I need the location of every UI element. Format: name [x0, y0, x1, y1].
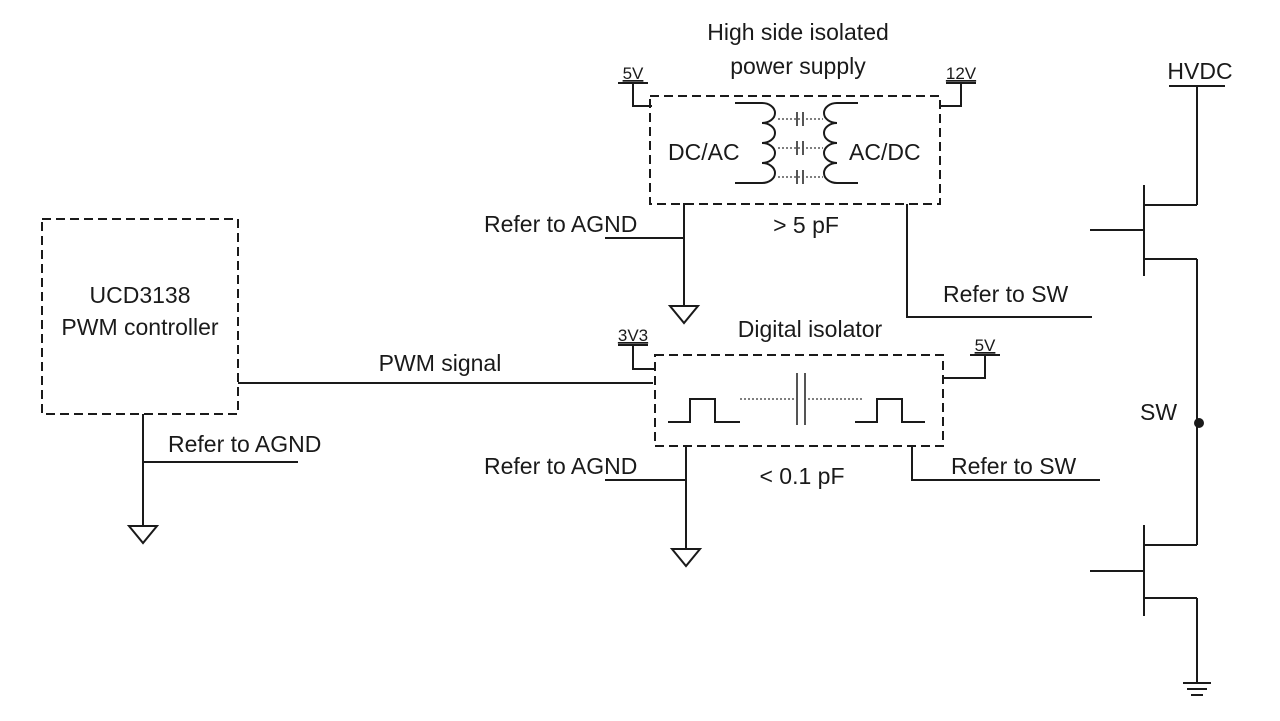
- svg-text:Refer to SW: Refer to SW: [951, 453, 1077, 479]
- ground-symbol: [126, 525, 160, 545]
- digital-isolator-box: [654, 354, 944, 447]
- svg-text:Refer to AGND: Refer to AGND: [484, 211, 637, 237]
- power-supply-rail-out: 12V: [940, 64, 977, 107]
- controller-type: PWM controller: [61, 314, 219, 340]
- svg-text:HVDC: HVDC: [1167, 58, 1232, 84]
- svg-text:Refer to AGND: Refer to AGND: [168, 431, 321, 457]
- transformer-symbol: [735, 102, 858, 184]
- pwm-signal-line: PWM signal: [238, 350, 653, 384]
- isolator-agnd-ref: Refer to AGND: [484, 446, 703, 568]
- power-supply-capacitance: > 5 pF: [773, 212, 839, 238]
- ground-symbol: [669, 548, 703, 568]
- isolator-rail-out: 5V: [943, 336, 1000, 379]
- power-supply-rail-in: 5V: [618, 64, 652, 107]
- svg-text:5V: 5V: [975, 336, 996, 355]
- power-supply-title-line1: High side isolated: [707, 19, 889, 45]
- ground-symbol: [667, 305, 701, 325]
- power-ground-symbol: [1183, 682, 1211, 696]
- high-side-transistor: [1090, 185, 1197, 276]
- isolator-title: Digital isolator: [738, 316, 883, 342]
- ac-dc-label: AC/DC: [849, 139, 921, 165]
- isolator-capacitance: < 0.1 pF: [759, 463, 844, 489]
- power-supply-sw-ref: Refer to SW: [906, 204, 1092, 318]
- sw-node-dot: [1194, 418, 1204, 428]
- sw-label: SW: [1140, 399, 1177, 425]
- hvdc-rail: HVDC: [1167, 58, 1233, 205]
- low-side-transistor: [1090, 525, 1198, 683]
- power-supply-title-line2: power supply: [730, 53, 866, 79]
- isolator-pulse-symbols: [668, 373, 925, 425]
- power-supply-agnd-ref: Refer to AGND: [484, 203, 701, 325]
- pwm-controller-box: [41, 218, 239, 415]
- svg-text:5V: 5V: [623, 64, 644, 83]
- isolator-sw-ref: Refer to SW: [911, 446, 1100, 481]
- svg-text:3V3: 3V3: [618, 326, 648, 345]
- switch-node-wire: SW: [1140, 259, 1204, 545]
- controller-agnd-ref: Refer to AGND: [126, 414, 321, 545]
- svg-text:Refer to SW: Refer to SW: [943, 281, 1069, 307]
- svg-text:12V: 12V: [946, 64, 977, 83]
- controller-name: UCD3138: [90, 282, 191, 308]
- svg-text:PWM signal: PWM signal: [379, 350, 502, 376]
- power-supply-box: [649, 95, 941, 205]
- svg-text:Refer to AGND: Refer to AGND: [484, 453, 637, 479]
- dc-ac-label: DC/AC: [668, 139, 740, 165]
- isolator-rail-in: 3V3: [618, 326, 655, 370]
